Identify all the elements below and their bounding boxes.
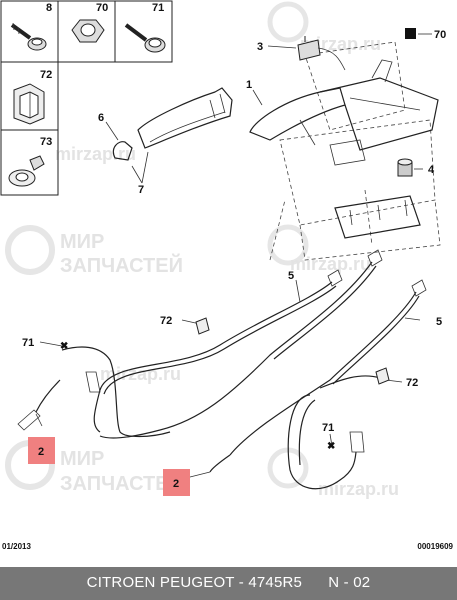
callout-72-mid: 72 — [160, 315, 172, 327]
callout-71-left: 71 — [22, 337, 34, 349]
reference-code: 00019609 — [417, 542, 453, 551]
callout-72-right: 72 — [406, 377, 418, 389]
watermark-site-left: mirzap.ru — [55, 144, 136, 164]
callout-4: 4 — [428, 164, 435, 176]
callout-5-right: 5 — [436, 316, 442, 328]
rivet-73-icon — [8, 155, 45, 187]
watermark-site-bottom: mirzap.ru — [318, 479, 399, 499]
watermark-mir-2: МИР — [60, 448, 104, 470]
callout-8: 8 — [46, 2, 52, 14]
svg-text:✖: ✖ — [60, 341, 68, 352]
callout-2-mid: 2 — [173, 478, 179, 490]
callout-6: 6 — [98, 112, 104, 124]
screw-71-icon — [124, 23, 166, 53]
callout-3: 3 — [257, 41, 263, 53]
highlight-2-left — [28, 437, 55, 464]
watermark-site-top: mirzap.ru — [300, 34, 381, 54]
switch-3-icon — [297, 36, 346, 71]
callout-72-top: 72 — [40, 69, 52, 81]
watermark-site-center: mirzap.ru — [100, 364, 181, 384]
watermark-zapchastey-2: ЗАПЧАСТЕЙ — [60, 471, 183, 495]
callout-70-top: 70 — [96, 2, 108, 14]
svg-text:✖: ✖ — [327, 441, 335, 452]
callout-5-left: 5 — [288, 270, 294, 282]
callout-2-left: 2 — [38, 446, 44, 458]
callout-70-right: 70 — [434, 29, 446, 41]
callout-7: 7 — [138, 184, 144, 196]
footer-title: CITROEN PEUGEOT - 4745R5 N - 02 — [86, 574, 371, 591]
watermark-group: МИР ЗАПЧАСТЕЙ МИР ЗАПЧАСТЕЙ mirzap.ru mi… — [5, 1, 399, 499]
callout-labels: 3 70 1 6 7 4 5 5 72 72 71 71 2 2 — [22, 29, 446, 490]
watermark-zapchastey: ЗАПЧАСТЕЙ — [60, 253, 183, 277]
callout-71-top: 71 — [152, 2, 164, 14]
leader-lines — [35, 28, 432, 479]
callout-73: 73 — [40, 136, 52, 148]
nut-70-icon — [71, 19, 105, 43]
handbrake-lever — [249, 36, 441, 261]
brake-cables: ✖ ✖ — [17, 249, 427, 490]
highlight-2-mid — [163, 469, 190, 496]
callout-71-right: 71 — [322, 422, 334, 434]
watermark-mir: МИР — [60, 231, 104, 253]
date-code: 01/2013 — [2, 542, 31, 551]
spacer-4-icon — [397, 158, 413, 177]
callout-1: 1 — [246, 79, 252, 91]
watermark-site-mid: mirzap.ru — [290, 254, 371, 274]
clip-72-icon — [13, 83, 45, 125]
grip-6-7 — [112, 87, 233, 161]
footer-bar: CITROEN PEUGEOT - 4745R5 N - 02 — [0, 567, 457, 600]
screw-8-icon — [10, 22, 47, 51]
parts-grid: 8 70 71 72 73 — [0, 0, 173, 196]
